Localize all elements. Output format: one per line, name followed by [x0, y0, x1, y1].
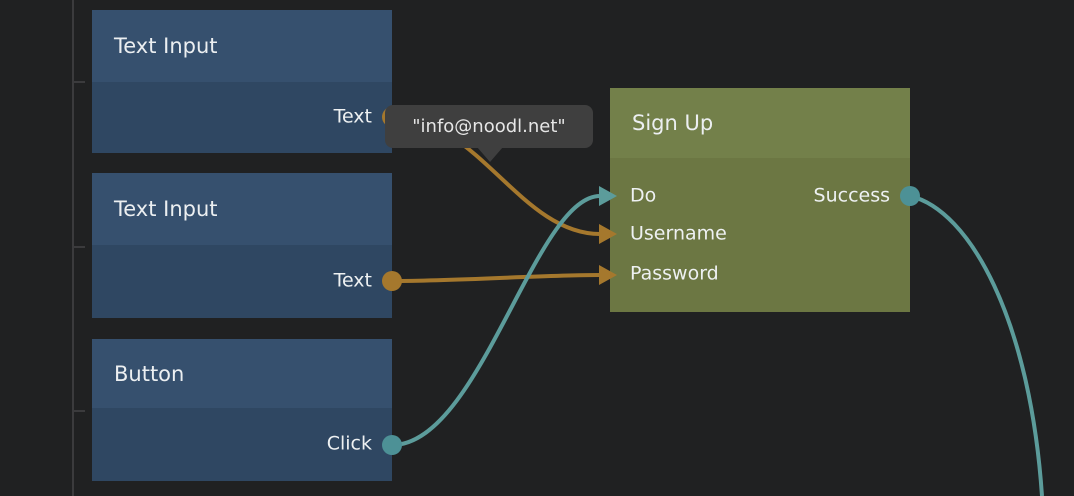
input-port-arrow-password-icon[interactable]: [599, 265, 617, 285]
node-header[interactable]: Text Input: [92, 10, 392, 82]
output-port-label-click: Click: [326, 432, 372, 455]
node-title: Text Input: [114, 197, 218, 221]
connection-success-out[interactable]: [909, 194, 1044, 496]
input-port-arrow-do-icon[interactable]: [599, 186, 617, 206]
node-sign-up[interactable]: Sign Up Do Username Password Success: [610, 88, 910, 312]
output-port-text2[interactable]: [382, 271, 402, 291]
connection-text2-to-password[interactable]: [391, 273, 601, 283]
node-title: Button: [114, 361, 185, 386]
node-body[interactable]: Do Username Password Success: [610, 158, 910, 312]
node-button[interactable]: Button Click: [92, 339, 392, 481]
node-header[interactable]: Text Input: [92, 173, 392, 245]
input-port-arrow-username-icon[interactable]: [599, 224, 617, 244]
node-body[interactable]: Text: [92, 82, 392, 153]
node-header[interactable]: Button: [92, 339, 392, 408]
input-port-label-username: Username: [630, 222, 727, 245]
node-body[interactable]: Click: [92, 408, 392, 481]
ruler-tick: [74, 81, 85, 83]
output-port-label-text: Text: [333, 269, 372, 292]
node-body[interactable]: Text: [92, 245, 392, 318]
output-port-label-success: Success: [813, 184, 890, 207]
value-tooltip: "info@noodl.net": [385, 105, 593, 148]
node-title: Text Input: [114, 34, 218, 58]
node-header[interactable]: Sign Up: [610, 88, 910, 158]
output-port-success[interactable]: [900, 186, 920, 206]
output-port-click[interactable]: [382, 435, 402, 455]
input-port-label-do: Do: [630, 184, 657, 207]
value-tooltip-text: "info@noodl.net": [412, 116, 566, 137]
connection-click-to-do[interactable]: [391, 194, 601, 447]
ruler-tick: [74, 410, 85, 412]
output-port-label-text: Text: [333, 105, 372, 128]
panel-edge-line: [72, 0, 74, 496]
node-text-input-1[interactable]: Text Input Text: [92, 10, 392, 153]
input-port-label-password: Password: [630, 262, 719, 285]
ruler-tick: [74, 246, 85, 248]
node-title: Sign Up: [632, 111, 714, 135]
node-text-input-2[interactable]: Text Input Text: [92, 173, 392, 318]
